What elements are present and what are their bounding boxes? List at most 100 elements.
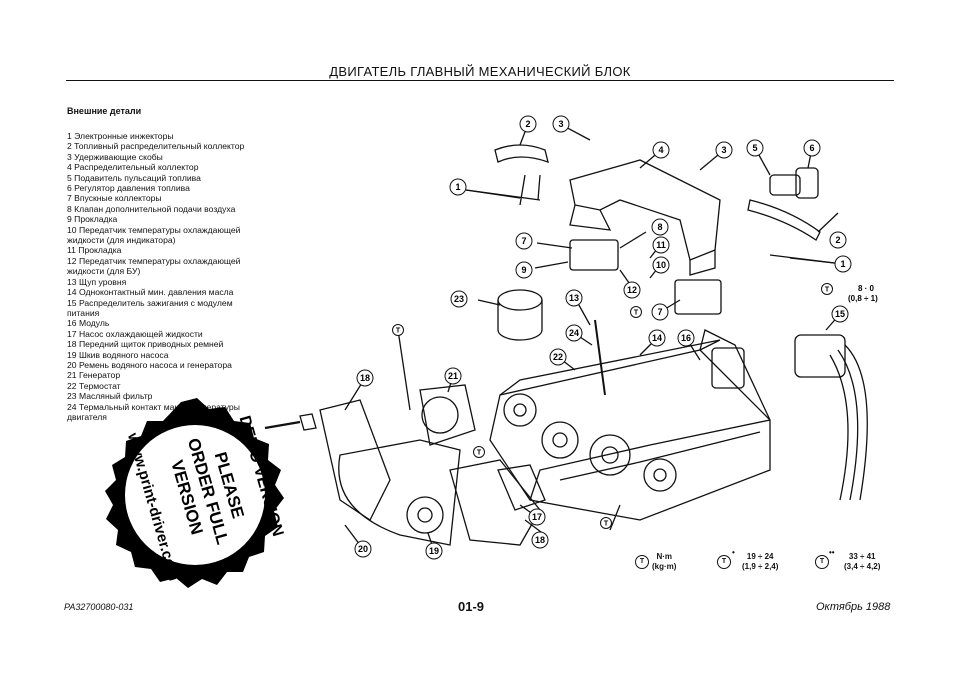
legend-item: 20 Ремень водяного насоса и генератора [67,359,232,370]
torque-unit-block: N·m (kg·m) [652,552,676,572]
svg-text:12: 12 [627,285,637,295]
legend-title: Внешние детали [67,106,142,116]
legend-item: 19 Шкив водяного насоса [67,349,169,360]
legend-item: 8 Клапан дополнительной подачи воздуха [67,203,236,214]
torque-marker: T [821,283,833,295]
callout-24: 24 [565,324,583,342]
legend-item: 2 Топливный распределительный коллектор [67,141,245,152]
callout-23: 23 [450,290,468,308]
document-reference: PA32700080-031 [64,602,134,612]
torque-marker: T [600,517,612,529]
svg-text:1: 1 [840,259,845,269]
belt-cover [319,399,391,521]
callout-12: 12 [623,281,641,299]
callout-14: 14 [648,329,666,347]
svg-text:10: 10 [656,260,666,270]
page-number: 01-9 [458,599,485,614]
callout-21: 21 [444,367,462,385]
legend-item: 15 Распределитель зажигания с модулем пи… [67,297,233,318]
callout-7a: 7 [515,232,533,250]
svg-text:17: 17 [532,512,542,522]
svg-text:7: 7 [657,307,662,317]
legend-item: 6 Регулятор давления топлива [67,183,190,194]
callout-2a: 2 [519,115,537,133]
callout-3b: 3 [715,141,733,159]
svg-text:1: 1 [455,182,460,192]
svg-text:18: 18 [360,373,370,383]
callout-19: 19 [425,542,443,560]
callout-22: 22 [549,348,567,366]
page-title: ДВИГАТЕЛЬ ГЛАВНЫЙ МЕХАНИЧЕСКИЙ БЛОК [329,64,631,79]
svg-text:2: 2 [525,119,530,129]
svg-text:2: 2 [835,235,840,245]
parts-legend: 1 Электронные инжекторы 2 Топливный расп… [67,131,267,422]
svg-text:8: 8 [657,222,662,232]
intake-manifold [569,159,721,261]
svg-text:19: 19 [429,546,439,556]
alternator [419,384,476,446]
svg-text:13: 13 [569,293,579,303]
svg-text:9: 9 [521,265,526,275]
torque-markers: T T T T T [392,283,833,529]
legend-item: 23 Масляный фильтр [67,391,153,402]
svg-text:T: T [604,521,609,528]
torque-spec-1: 19 ÷ 24 [746,552,774,561]
torque-unit-nm: N·m [656,552,672,561]
legend-item: 16 Модуль [67,318,110,329]
callout-20: 20 [354,540,372,558]
revision-date: Октябрь 1988 [816,601,891,613]
callout-17: 17 [528,508,546,526]
legend-item: 24 Термальный контакт макс. температуры … [67,401,240,422]
callout-4: 4 [652,141,670,159]
callout-9: 9 [515,261,533,279]
callout-5: 5 [746,139,764,157]
svg-text:18: 18 [535,535,545,545]
legend-item: 3 Удерживающие скобы [67,151,163,162]
legend-item: 1 Электронные инжекторы [67,131,174,141]
svg-text:21: 21 [448,371,458,381]
torque-icon: T [635,555,649,569]
callout-3a: 3 [552,115,570,133]
distributor [794,334,846,378]
svg-text:T: T [825,287,830,294]
svg-text:16: 16 [681,333,691,343]
legend-item: 14 Одноконтактный мин. давления масла [67,287,234,298]
callout-6: 6 [803,139,821,157]
torque-spec-2-bullet: •• [829,548,835,557]
callout-11: 11 [652,236,670,254]
legend-item: 22 Термостат [67,380,121,391]
demo-watermark-stamp [105,398,284,588]
legend-item: 11 Прокладка [67,245,122,256]
torque-value-8: 8 · 0 [858,284,875,293]
legend-item: 21 Генератор [67,370,121,381]
engine-drawing [264,123,868,552]
svg-text:20: 20 [358,544,368,554]
svg-text:T: T [396,328,401,335]
svg-text:3: 3 [721,145,726,155]
callout-13: 13 [565,289,583,307]
svg-text:14: 14 [652,333,662,343]
svg-text:3: 3 [558,119,563,129]
legend-item: 17 Насос охлаждающей жидкости [67,328,203,339]
torque-spec-1-block: 19 ÷ 24 (1,9 ÷ 2,4) [742,552,778,572]
legend-item: 7 Впускные коллекторы [67,193,162,204]
svg-text:15: 15 [835,309,845,319]
torque-marker: T [392,324,404,336]
svg-text:T: T [477,450,482,457]
callout-10: 10 [652,256,670,274]
stamp-inner [125,425,265,565]
svg-text:23: 23 [454,294,464,304]
torque-spec-1-kgm: (1,9 ÷ 2,4) [742,562,779,571]
callout-15: 15 [831,305,849,323]
callout-16: 16 [677,329,695,347]
torque-icon: T [815,555,829,569]
svg-text:22: 22 [553,352,563,362]
torque-marker: T [630,306,642,318]
callout-7b: 7 [651,303,669,321]
torque-spec-1-bullet: • [732,548,735,557]
torque-value-8-kgm: (0,8 ÷ 1) [848,294,878,303]
legend-item: 4 Распределительный коллектор [67,162,199,173]
header-rule [66,80,894,81]
callout-2b: 2 [829,231,847,249]
